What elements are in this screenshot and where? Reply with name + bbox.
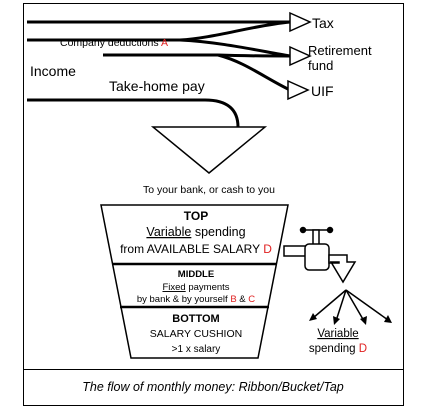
marker-d-tap: D [359,343,367,355]
tap-variable-label: Variable [317,328,358,340]
bucket-bottom-line1: SALARY CUSHION [150,328,242,340]
tap-spending-label: spending D [309,343,367,355]
tap [283,226,357,284]
caption: The flow of monthly money: Ribbon/Bucket… [82,380,344,394]
take-home-ribbon [27,98,240,128]
outflow-arrowhead-1 [309,313,317,321]
tap-handle-right-knob [326,226,334,234]
outflow-line-2 [335,289,347,322]
bucket-top-line1: Variable spending [146,225,245,239]
income-to-tax [179,20,291,42]
income-to-retirement [179,38,291,58]
marker-c: C [248,294,255,305]
bucket-middle-line1: Fixed payments [162,282,229,293]
bucket-middle-line2: by bank & by yourself B & C [137,294,255,305]
outflow-line-4 [345,289,389,321]
tap-body [304,243,330,271]
income-label: Income [30,63,76,79]
retirement-label-line2: fund [308,58,333,73]
outflow-line-1 [312,289,347,319]
marker-b: B [230,294,236,305]
bucket-bottom-title: BOTTOM [172,313,219,325]
outflow-line-3 [345,289,365,322]
retirement-arrowhead [289,45,312,67]
retirement-label-line1: Retirement [308,43,372,58]
to-your-bank-label: To your bank, or cash to you [143,184,275,196]
outflow-arrowhead-4 [384,315,392,323]
uif-label: UIF [311,83,334,99]
tap-pipe [283,245,307,257]
uif-arrowhead [287,79,310,101]
bucket-middle-title: MIDDLE [178,269,214,280]
bucket-top-title: TOP [184,209,208,223]
marker-d-top: D [263,242,272,256]
bucket-top-line2: from AVAILABLE SALARY D [120,242,272,256]
bucket [100,204,289,359]
outflow-arrowhead-2 [333,316,340,325]
take-home-pay-label: Take-home pay [109,78,205,94]
tap-stem [312,229,320,246]
tax-label: Tax [312,15,334,31]
income-to-uif [217,53,291,92]
outflow-arrowhead-3 [360,316,367,325]
income-to-retirement-2 [217,53,291,58]
company-deductions-label: Company deductions A [60,37,168,49]
tap-spout [328,254,357,284]
marker-a: A [161,37,168,49]
bucket-bottom-line2: >1 x salary [172,344,221,355]
funnel [150,126,268,174]
tax-arrowhead [289,11,312,33]
tap-handle-left-knob [299,226,307,234]
